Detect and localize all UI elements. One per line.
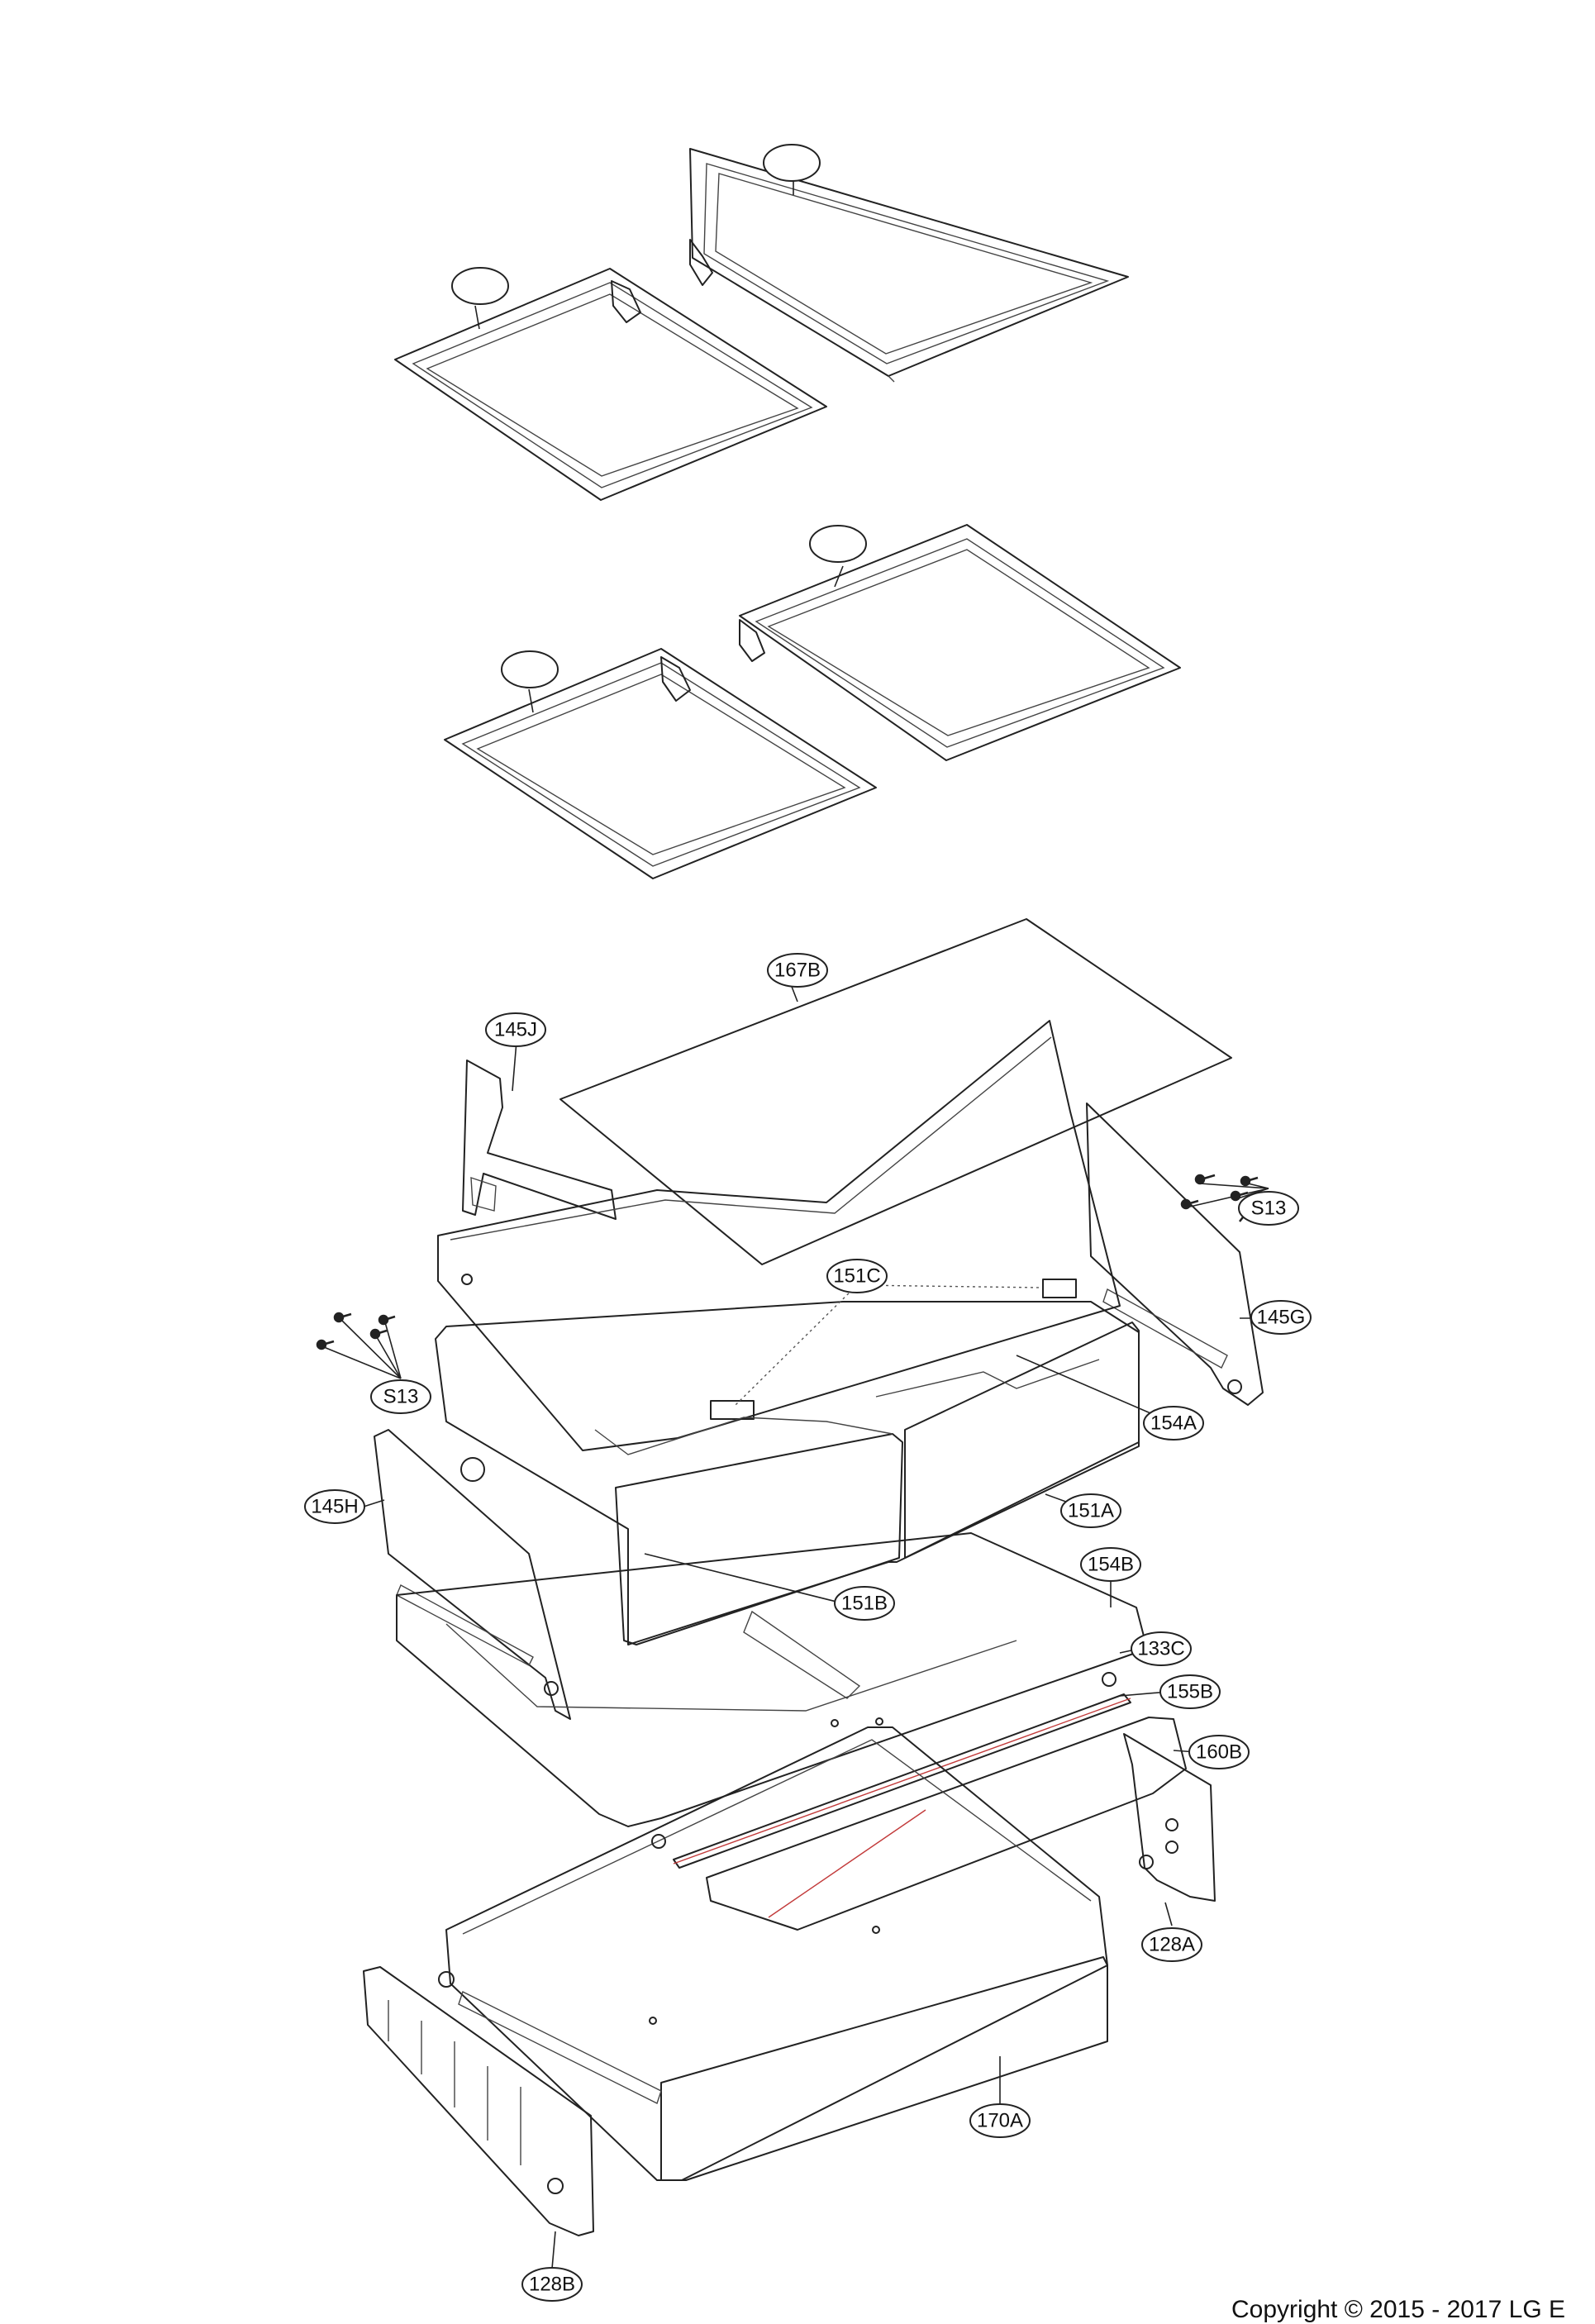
callout-bubble xyxy=(370,1379,431,1414)
callout-145g: 145G xyxy=(1250,1300,1312,1335)
callout-label: 145H xyxy=(311,1496,358,1518)
callout-bubble xyxy=(969,2103,1031,2138)
glass-cover xyxy=(559,918,1232,1265)
callout-154b: 154B xyxy=(1080,1547,1141,1582)
callout-155b: 155B xyxy=(1159,1674,1221,1709)
callout-label: 128A xyxy=(1149,1934,1195,1956)
callout-label: 155B xyxy=(1167,1681,1213,1703)
copyright-text: Copyright © 2015 - 2017 LG E xyxy=(1231,2296,1566,2323)
leader-lines xyxy=(323,174,1269,2269)
callout-label: 170A xyxy=(977,2110,1023,2132)
callout-133c: 133C xyxy=(1131,1631,1192,1666)
callout-bubble xyxy=(826,1259,888,1293)
callout-128a: 128A xyxy=(1141,1927,1202,1962)
side-support-left-rear xyxy=(462,1060,617,1220)
callout-170a: 170A xyxy=(969,2103,1031,2138)
callout-151b: 151B xyxy=(834,1586,895,1621)
callout-bubble xyxy=(1250,1300,1312,1335)
callout-label: 167B xyxy=(774,960,821,982)
callout-151a: 151A xyxy=(1060,1493,1121,1528)
blank-callout xyxy=(451,267,509,305)
callout-bubble xyxy=(1188,1735,1250,1769)
callout-bubble xyxy=(834,1586,895,1621)
callout-145j: 145J xyxy=(485,1012,546,1047)
crisper-drawers xyxy=(435,1301,1140,1645)
callout-bubble xyxy=(767,953,828,988)
blank-callout xyxy=(501,650,559,688)
blank-callout xyxy=(763,144,821,182)
callout-145h: 145H xyxy=(304,1489,365,1524)
callout-bubble xyxy=(1080,1547,1141,1582)
drawer-bin xyxy=(445,1726,1108,2181)
shelf-upper-left xyxy=(394,268,827,501)
callout-bubble xyxy=(1238,1191,1299,1226)
shelf-lower-right xyxy=(739,524,1181,761)
roller-rail-left xyxy=(363,1966,662,2236)
callout-label: 145G xyxy=(1257,1307,1306,1329)
callout-bubble xyxy=(1159,1674,1221,1709)
side-support-right xyxy=(1086,1102,1264,1406)
side-support-left-front xyxy=(374,1429,571,1720)
callout-bubble xyxy=(304,1489,365,1524)
callout-label: 154A xyxy=(1150,1412,1197,1435)
callout-bubble xyxy=(485,1012,546,1047)
callout-bubble xyxy=(1141,1927,1202,1962)
callout-label: 160B xyxy=(1196,1741,1242,1764)
callout-s13: S13 xyxy=(1238,1191,1299,1226)
callout-label: S13 xyxy=(383,1386,419,1408)
callout-bubble xyxy=(1143,1406,1204,1441)
callout-label: S13 xyxy=(1251,1198,1287,1220)
shelf-upper-right xyxy=(689,148,1129,383)
callout-bubble xyxy=(1060,1493,1121,1528)
callout-154a: 154A xyxy=(1143,1406,1204,1441)
part-callouts: 167B 145J S13 151C 145G S13 154A 145H 151A 154B 15… xyxy=(304,953,1312,2302)
callout-128b: 128B xyxy=(521,2267,583,2302)
callout-bubble xyxy=(1131,1631,1192,1666)
seal-and-cover xyxy=(673,1693,1216,1931)
callout-151c: 151C xyxy=(826,1259,888,1293)
blank-callout xyxy=(809,525,867,563)
callout-label: 151B xyxy=(841,1593,888,1615)
blank-callouts xyxy=(451,144,867,688)
callout-label: 151A xyxy=(1068,1500,1114,1522)
callout-label: 145J xyxy=(494,1019,537,1041)
callout-label: 128B xyxy=(529,2274,575,2296)
callout-160b: 160B xyxy=(1188,1735,1250,1769)
crisper-cover-frame xyxy=(437,1020,1121,1451)
callout-167b: 167B xyxy=(767,953,828,988)
callout-bubble xyxy=(521,2267,583,2302)
callout-label: 133C xyxy=(1137,1638,1184,1660)
shelf-lower-left xyxy=(444,648,877,879)
tray-base xyxy=(396,1532,1148,1827)
callout-label: 151C xyxy=(833,1265,880,1288)
callout-label: 154B xyxy=(1088,1554,1134,1576)
screw-set-left xyxy=(316,1312,396,1350)
callout-s13: S13 xyxy=(370,1379,431,1414)
